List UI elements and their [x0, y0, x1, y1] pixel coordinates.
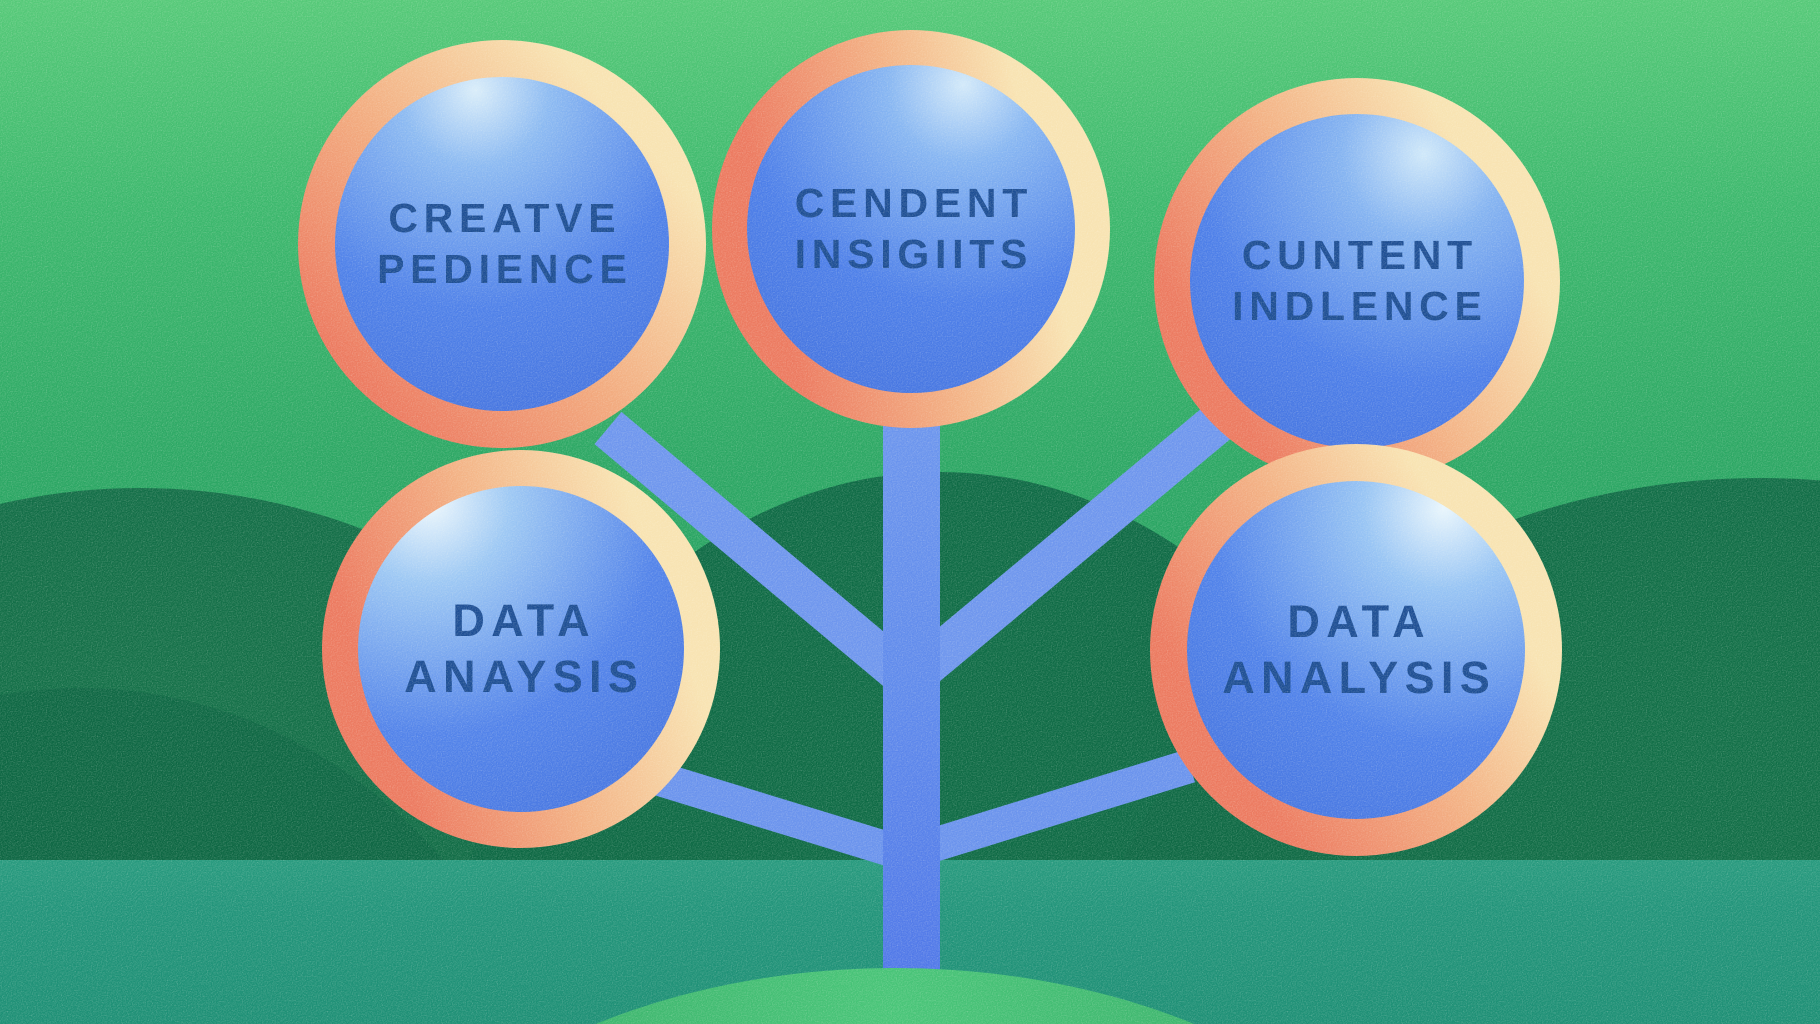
node-circle: CREATVE PEDIENCE	[335, 77, 669, 411]
node-label-line1: CUNTENT	[1241, 231, 1478, 278]
node-label-line2: INSIGIITS	[794, 231, 1034, 277]
node-circle: CUNTENT INDLENCE	[1190, 114, 1524, 448]
node-label-line1: CENDENT	[794, 179, 1034, 226]
node-circle: DATA ANAYSIS	[358, 486, 684, 812]
node-circle: CENDENT INSIGIITS	[747, 65, 1075, 393]
tree-node-top-right: CUNTENT INDLENCE	[1154, 78, 1560, 484]
node-label-line2: ANALYSIS	[1222, 652, 1497, 703]
branch-lower-right	[905, 749, 1196, 869]
node-label-line1: CREATVE	[388, 194, 622, 241]
node-label-line2: ANAYSIS	[404, 651, 645, 702]
tree-node-bottom-right: DATA ANALYSIS	[1150, 444, 1562, 856]
node-label-line2: INDLENCE	[1232, 283, 1488, 329]
tree-node-top-left: CREATVE PEDIENCE	[298, 40, 706, 448]
tree-node-top-center: CENDENT INSIGIITS	[712, 30, 1110, 428]
node-label-line2: PEDIENCE	[377, 246, 633, 292]
trunk	[883, 336, 940, 988]
node-label-line1: DATA	[1287, 595, 1431, 647]
tree-node-bottom-left: DATA ANAYSIS	[322, 450, 720, 848]
node-label-line1: DATA	[452, 594, 596, 646]
node-circle: DATA ANALYSIS	[1187, 481, 1525, 819]
